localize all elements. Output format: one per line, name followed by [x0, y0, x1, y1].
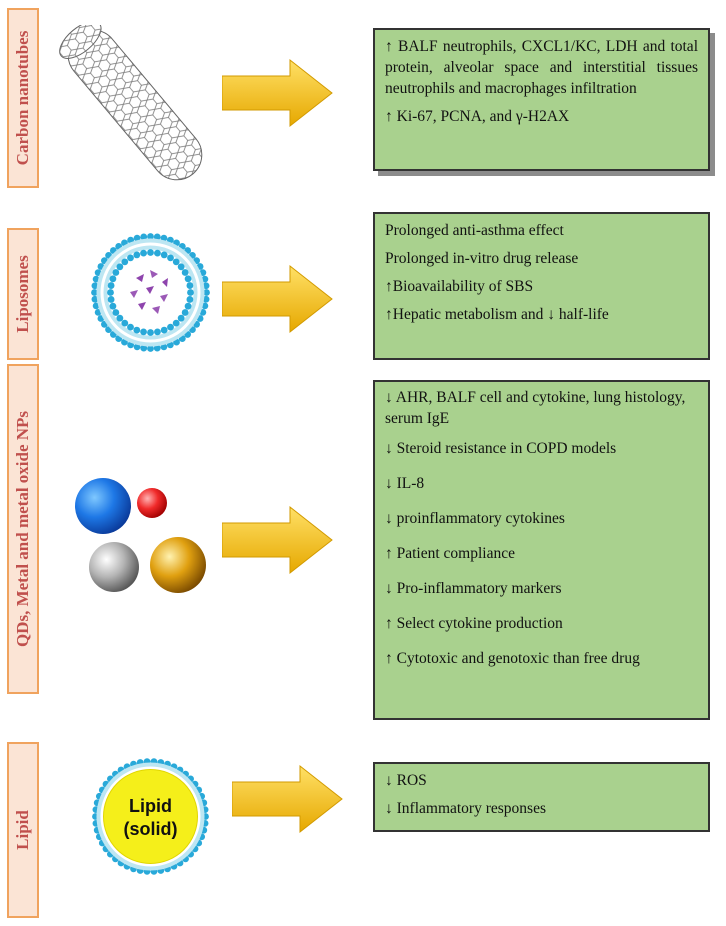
lipid-bead	[116, 314, 124, 322]
lipid-bead	[147, 329, 154, 336]
effect-item: ↓ Inflammatory responses	[385, 800, 546, 817]
icon-text-line1: Lipid	[129, 796, 172, 816]
label-text: QDs, Metal and metal oxide NPs	[13, 410, 32, 648]
arrow-right-icon	[232, 764, 343, 834]
lipid-bead	[140, 328, 147, 336]
lipid-bead	[140, 233, 148, 241]
lipid-bead	[203, 289, 210, 296]
lipid-bead	[127, 254, 134, 262]
lipid-bead	[154, 328, 161, 336]
lipid-bead	[91, 282, 99, 290]
effect-item: Prolonged anti-asthma effect	[385, 222, 564, 239]
lipid-bead	[167, 254, 174, 262]
lipid-bead	[91, 289, 98, 296]
liposome-icon	[91, 233, 210, 352]
effects-box-liposomes: Prolonged anti-asthma effect Prolonged i…	[373, 212, 710, 360]
lipid-bead	[91, 295, 99, 303]
lipid-bead	[121, 258, 129, 266]
lipid-bead	[112, 269, 120, 276]
arrow-right-icon	[222, 58, 333, 128]
effects-box-carbon-nanotubes: ↑ BALF neutrophils, CXCL1/KC, LDH and to…	[373, 28, 710, 171]
arrow-right-icon	[222, 264, 333, 334]
lipid-bead	[184, 302, 192, 310]
effect-item: ↑Bioavailability of SBS	[385, 278, 534, 295]
lipid-bead	[140, 249, 147, 257]
lipid-bead	[116, 263, 124, 271]
lipid-bead	[133, 251, 141, 259]
effect-item: ↑Hepatic metabolism and ↓ half-life	[385, 306, 609, 323]
lipid-bead	[147, 233, 154, 240]
label-liposomes: Liposomes	[7, 228, 39, 360]
lipid-bead	[147, 249, 154, 256]
carbon-nanotube-icon	[59, 25, 203, 181]
lipid-bead	[202, 282, 210, 290]
lipid-bead	[186, 296, 194, 303]
label-text: Lipid	[13, 810, 32, 850]
lipid-bead	[109, 302, 117, 310]
effect-item: Prolonged in-vitro drug release	[385, 250, 579, 267]
lipid-bead	[147, 345, 154, 352]
effect-item: ↓ proinflammatory cytokines	[385, 510, 565, 527]
solid-lipid-nanoparticle-icon: Lipid (solid)	[92, 758, 209, 875]
arrow-right-icon	[222, 505, 333, 575]
lipid-bead	[107, 282, 115, 289]
lipid-bead	[121, 319, 129, 327]
effect-item: ↓ AHR, BALF cell and cytokine, lung hist…	[385, 389, 686, 427]
lipid-bead	[177, 263, 185, 271]
lipid-bead	[107, 289, 114, 296]
lipid-bead	[181, 269, 189, 276]
lipid-bead	[160, 251, 168, 259]
effects-box-lipid: ↓ ROS ↓ Inflammatory responses	[373, 762, 710, 832]
label-carbon-nanotubes: Carbon nanotubes	[7, 8, 39, 188]
effect-item: ↑ Select cytokine production	[385, 615, 563, 632]
lipid-bead	[202, 295, 210, 303]
label-lipid: Lipid	[7, 742, 39, 918]
label-metal-nps: QDs, Metal and metal oxide NPs	[7, 364, 39, 694]
metal-nanoparticles-icon	[75, 478, 206, 593]
lipid-bead	[112, 309, 120, 316]
icon-text-line2: (solid)	[124, 819, 178, 839]
effect-item: ↓ Steroid resistance in COPD models	[385, 440, 617, 457]
lipid-bead	[186, 282, 194, 289]
lipid-bead	[154, 249, 161, 257]
lipid-bead	[187, 289, 194, 296]
lipid-bead	[127, 323, 134, 331]
label-text: Liposomes	[13, 255, 32, 333]
lipid-bead	[172, 319, 180, 327]
lipid-bead	[160, 326, 168, 334]
effect-item: ↓ Pro-inflammatory markers	[385, 580, 562, 597]
lipid-bead	[177, 314, 185, 322]
effect-item: ↑ BALF neutrophils, CXCL1/KC, LDH and to…	[385, 38, 698, 97]
effect-item: ↑ Patient compliance	[385, 545, 515, 562]
lipid-bead	[181, 309, 189, 316]
lipid-bead	[107, 296, 115, 303]
effect-item: ↓ IL-8	[385, 475, 425, 492]
lipid-bead	[153, 344, 161, 352]
lipid-bead	[140, 344, 148, 352]
effects-box-metal-nps: ↓ AHR, BALF cell and cytokine, lung hist…	[373, 380, 710, 720]
lipid-bead	[153, 233, 161, 241]
label-text: Carbon nanotubes	[13, 30, 32, 166]
effect-item: ↑ Ki-67, PCNA, and γ-H2AX	[385, 108, 570, 125]
effect-item: ↑ Cytotoxic and genotoxic than free drug	[385, 650, 640, 667]
lipid-bead	[184, 275, 192, 283]
effect-item: ↓ ROS	[385, 772, 427, 789]
lipid-bead	[109, 275, 117, 283]
lipid-bead	[167, 323, 174, 331]
lipid-bead	[133, 326, 141, 334]
lipid-bead	[172, 258, 180, 266]
